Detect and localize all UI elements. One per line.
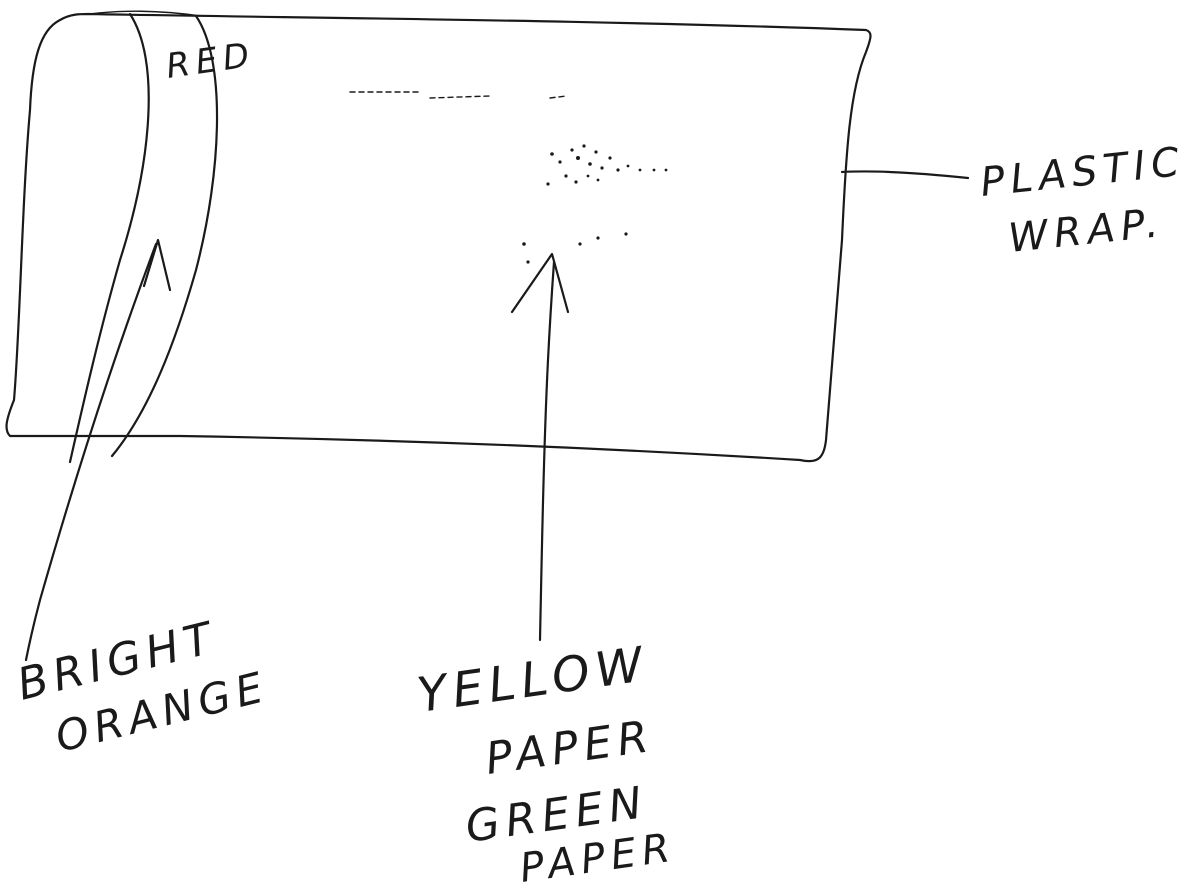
yellow-paper-arrow-shaft — [538, 260, 556, 642]
label-yellow-paper-line2: PAPER — [482, 711, 657, 785]
label-plastic-wrap-line1: PLASTIC — [978, 139, 1187, 206]
plastic-wrap-sheet — [5, 12, 872, 463]
red-strip-right-edge — [110, 14, 219, 458]
label-yellow-paper-line1: YELLOW — [414, 636, 652, 724]
label-red: RED — [164, 35, 258, 87]
yellow-paper-speckles — [522, 144, 668, 264]
yellow-paper-arrow-head — [510, 252, 570, 314]
wrap-top-dashes — [349, 91, 567, 99]
label-plastic-wrap-line2: WRAP. — [1006, 200, 1166, 262]
red-strip-left-edge — [68, 12, 150, 464]
bright-orange-arrow-shaft — [24, 242, 158, 662]
red-strip-top — [89, 10, 201, 17]
plastic-wrap-leader-line — [840, 170, 970, 180]
bright-orange-arrow-head — [142, 238, 172, 292]
